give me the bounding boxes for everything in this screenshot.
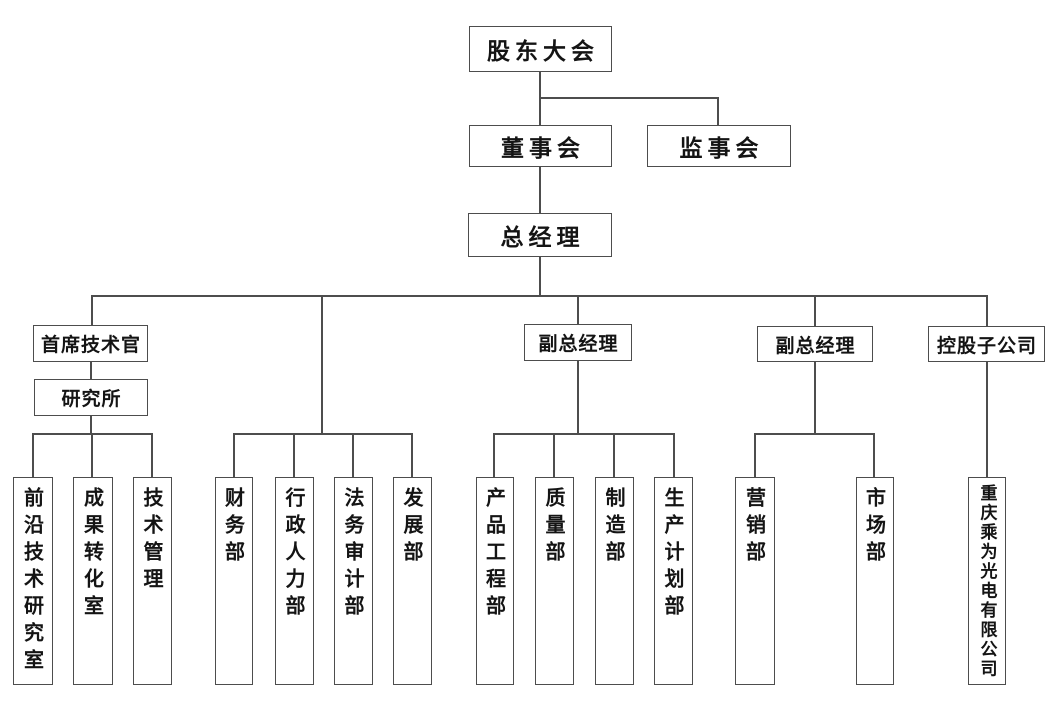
org-node-tech-management: 技术管理: [133, 477, 172, 685]
connector: [754, 433, 875, 435]
org-node-label: 发展部: [400, 487, 424, 568]
connector: [814, 295, 816, 326]
connector: [293, 433, 295, 477]
org-node-finance-dept: 财务部: [215, 477, 253, 685]
org-node-label: 市场部: [862, 487, 887, 568]
connector: [814, 362, 816, 433]
org-node-production-planning-dept: 生产计划部: [654, 477, 693, 685]
connector: [91, 295, 988, 297]
connector: [717, 97, 719, 125]
org-node-label: 技术管理: [140, 487, 164, 595]
connector: [233, 433, 235, 477]
org-node-deputy-gm-1: 副总经理: [524, 324, 632, 361]
org-node-label: 前沿技术研究室: [20, 487, 45, 676]
org-node-label: 产品工程部: [482, 487, 507, 622]
org-node-chongqing-subsidiary: 重庆乘为光电有限公司: [968, 477, 1006, 685]
org-node-shareholders-meeting: 股东大会: [469, 26, 612, 72]
org-node-frontier-tech-lab: 前沿技术研究室: [13, 477, 53, 685]
connector: [91, 433, 93, 477]
org-node-label: 监事会: [679, 136, 764, 162]
org-node-supervisory-board: 监事会: [647, 125, 791, 167]
connector: [754, 433, 756, 477]
org-node-label: 生产计划部: [661, 487, 685, 622]
org-node-label: 成果转化室: [80, 487, 105, 622]
org-node-label: 研究所: [61, 388, 122, 410]
org-node-holding-subsidiary: 控股子公司: [928, 326, 1045, 362]
org-node-label: 重庆乘为光电有限公司: [976, 484, 997, 679]
connector: [352, 433, 354, 477]
connector: [539, 257, 541, 295]
connector: [90, 416, 92, 434]
org-node-label: 总经理: [500, 225, 585, 251]
org-node-label: 股东大会: [487, 39, 599, 65]
connector: [321, 295, 323, 435]
org-node-label: 副总经理: [775, 334, 856, 357]
org-node-label: 法务审计部: [341, 487, 365, 622]
org-node-general-manager: 总经理: [468, 213, 612, 257]
org-node-quality-dept: 质量部: [535, 477, 574, 685]
org-node-marketing-dept: 营销部: [735, 477, 775, 685]
connector: [873, 433, 875, 477]
org-node-label: 副总经理: [538, 333, 619, 355]
connector: [986, 295, 988, 326]
org-node-deputy-gm-2: 副总经理: [757, 326, 873, 362]
org-node-board-of-directors: 董事会: [469, 125, 612, 167]
connector: [539, 97, 719, 99]
connector: [411, 433, 413, 477]
connector: [577, 361, 579, 434]
org-node-product-engineering-dept: 产品工程部: [476, 477, 514, 685]
org-node-research-institute: 研究所: [34, 379, 148, 416]
org-node-label: 行政人力部: [282, 487, 306, 622]
org-node-development-dept: 发展部: [393, 477, 432, 685]
org-node-cto: 首席技术官: [33, 325, 148, 362]
connector: [91, 295, 93, 325]
org-node-legal-audit-dept: 法务审计部: [334, 477, 373, 685]
connector: [493, 433, 675, 435]
org-node-label: 制造部: [602, 487, 626, 568]
org-node-admin-hr-dept: 行政人力部: [275, 477, 314, 685]
connector: [986, 362, 988, 477]
connector: [673, 433, 675, 477]
org-node-market-dept: 市场部: [856, 477, 894, 685]
connector: [577, 295, 579, 324]
org-node-label: 控股子公司: [936, 334, 1037, 357]
connector: [493, 433, 495, 477]
connector: [553, 433, 555, 477]
connector: [32, 433, 34, 477]
org-node-label: 首席技术官: [40, 334, 141, 356]
org-node-label: 财务部: [221, 487, 246, 568]
org-node-label: 质量部: [542, 487, 566, 568]
org-node-achievement-transformation-lab: 成果转化室: [73, 477, 113, 685]
org-node-manufacturing-dept: 制造部: [595, 477, 634, 685]
connector: [539, 167, 541, 213]
connector: [613, 433, 615, 477]
connector: [90, 362, 92, 379]
org-node-label: 董事会: [501, 136, 585, 162]
org-node-label: 营销部: [742, 487, 767, 568]
connector: [151, 433, 153, 477]
connector: [233, 433, 413, 435]
